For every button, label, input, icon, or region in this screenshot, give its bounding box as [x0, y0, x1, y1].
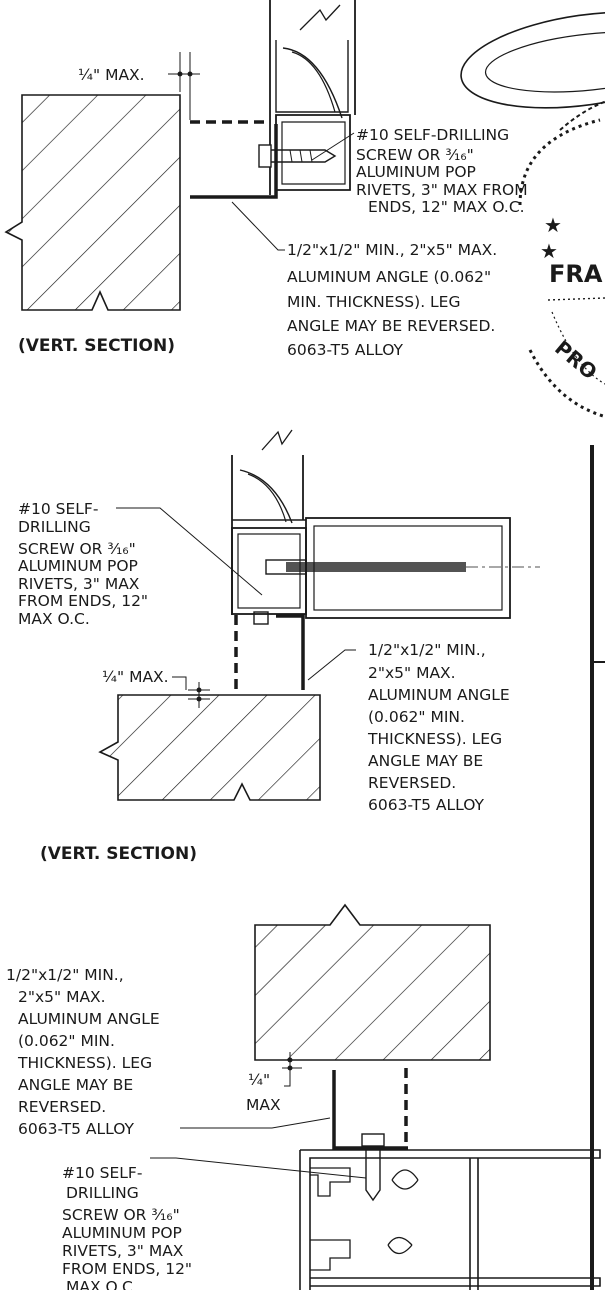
- angle-note: 1/2"x1/2" MIN., 2"x5" MAX. ALUMINUM ANGL…: [6, 966, 331, 1138]
- anchor-note-line: #10 SELF-: [62, 1164, 142, 1182]
- substrate-block: [4, 94, 181, 311]
- angle-note-line: ALUMINUM ANGLE (0.062": [287, 268, 491, 286]
- anchor-note: #10 SELF- DRILLING SCREW OR ³⁄₁₆" ALUMIN…: [18, 500, 263, 628]
- angle-note-line: ANGLE MAY BE REVERSED.: [287, 317, 495, 335]
- detail-3: ¼" MAX 1/2"x1/2" MIN., 2"x5" MAX.: [6, 903, 601, 1290]
- angle-note-line: MIN. THICKNESS). LEG: [287, 293, 460, 311]
- gap-label: ¼" MAX.: [102, 668, 169, 686]
- angle-note-line: REVERSED.: [368, 774, 456, 792]
- angle-note-line: ALUMINUM ANGLE: [368, 686, 510, 704]
- angle-note-line: 6063-T5 ALLOY: [287, 341, 404, 359]
- anchor-note-line: #10 SELF-: [18, 500, 98, 518]
- anchor-note-line: ENDS, 12" MAX O.C.: [368, 198, 525, 216]
- view-label: (VERT. SECTION): [18, 336, 175, 356]
- angle-note-line: THICKNESS). LEG: [367, 730, 502, 748]
- aluminum-angle: [190, 120, 278, 199]
- substrate-block: [254, 903, 491, 1061]
- aluminum-angle: [234, 614, 305, 690]
- anchor-note-line: ALUMINUM POP: [18, 557, 138, 575]
- anchor-note-line: MAX O.C.: [18, 610, 90, 628]
- seal-name-text: FRA: [549, 260, 603, 288]
- angle-note-line: THICKNESS). LEG: [17, 1054, 152, 1072]
- angle-note: 1/2"x1/2" MIN., 2"x5" MAX. ALUMINUM ANGL…: [231, 201, 497, 359]
- angle-note-line: REVERSED.: [18, 1098, 106, 1116]
- gap-label: MAX: [246, 1096, 281, 1114]
- angle-note-line: 6063-T5 ALLOY: [18, 1120, 135, 1138]
- angle-note: 1/2"x1/2" MIN., 2"x5" MAX. ALUMINUM ANGL…: [307, 641, 510, 814]
- anchor-note-line: ALUMINUM POP: [356, 163, 476, 181]
- angle-note-line: 2"x5" MAX.: [18, 988, 106, 1006]
- anchor-note-line: FROM ENDS, 12": [18, 592, 148, 610]
- angle-note-line: 2"x5" MAX.: [368, 664, 456, 682]
- angle-note-line: 1/2"x1/2" MIN.,: [6, 966, 124, 984]
- gap-dimension: [168, 52, 200, 120]
- anchor-note-line: SCREW OR ³⁄₁₆": [356, 146, 474, 164]
- anchor-note-line: FROM ENDS, 12": [62, 1260, 192, 1278]
- angle-note-line: 1/2"x1/2" MIN.,: [368, 641, 486, 659]
- angle-note-line: ANGLE MAY BE: [18, 1076, 133, 1094]
- anchor-note-line: DRILLING: [66, 1184, 139, 1202]
- svg-text:★: ★: [544, 213, 562, 237]
- anchor-note-line: RIVETS, 3" MAX FROM: [356, 181, 528, 199]
- svg-text:★: ★: [540, 239, 558, 263]
- title-block-border: [590, 445, 605, 1290]
- gap-label: ¼": [248, 1071, 270, 1089]
- anchor-note-line: SCREW OR ³⁄₁₆": [18, 540, 136, 558]
- window-frame: [231, 429, 307, 615]
- angle-note-line: 1/2"x1/2" MIN., 2"x5" MAX.: [287, 241, 497, 259]
- gap-dimension: [172, 676, 210, 708]
- anchor-note-line: RIVETS, 3" MAX: [62, 1242, 184, 1260]
- angle-note-line: (0.062" MIN.: [18, 1032, 115, 1050]
- anchor-note-line: #10 SELF-DRILLING: [356, 126, 509, 144]
- gap-dimension: [282, 1052, 302, 1087]
- anchor-note-line: ALUMINUM POP: [62, 1224, 182, 1242]
- anchor-note: #10 SELF-DRILLING SCREW OR ³⁄₁₆" ALUMINU…: [311, 126, 528, 216]
- angle-note-line: 6063-T5 ALLOY: [368, 796, 485, 814]
- window-frame: [269, 0, 356, 195]
- window-frame: [299, 1149, 601, 1290]
- anchor-note-line: MAX O.C.: [66, 1278, 138, 1290]
- substrate-block: [98, 694, 321, 801]
- fastener: [253, 559, 540, 625]
- fastener: [258, 144, 337, 168]
- anchor-note-line: DRILLING: [18, 518, 91, 536]
- angle-note-line: ANGLE MAY BE: [368, 752, 483, 770]
- anchor-note-line: SCREW OR ³⁄₁₆": [62, 1206, 180, 1224]
- aluminum-angle: [332, 1068, 408, 1150]
- detail-1: ¼" MAX. #10 SELF-DRILLING SCREW OR ³⁄₁₆"…: [4, 0, 528, 359]
- anchor-note: #10 SELF- DRILLING SCREW OR ³⁄₁₆" ALUMIN…: [62, 1157, 367, 1290]
- seal-arc-text: PRO: [550, 336, 601, 385]
- angle-note-line: ALUMINUM ANGLE: [18, 1010, 160, 1028]
- anchor-note-line: RIVETS, 3" MAX: [18, 575, 140, 593]
- view-label: (VERT. SECTION): [40, 844, 197, 864]
- gap-label: ¼" MAX.: [78, 66, 145, 84]
- angle-note-line: (0.062" MIN.: [368, 708, 465, 726]
- detail-2: ¼" MAX. #10 SELF- DRILLING SCREW OR ³⁄₁₆…: [18, 429, 540, 864]
- fastener: [361, 1133, 385, 1202]
